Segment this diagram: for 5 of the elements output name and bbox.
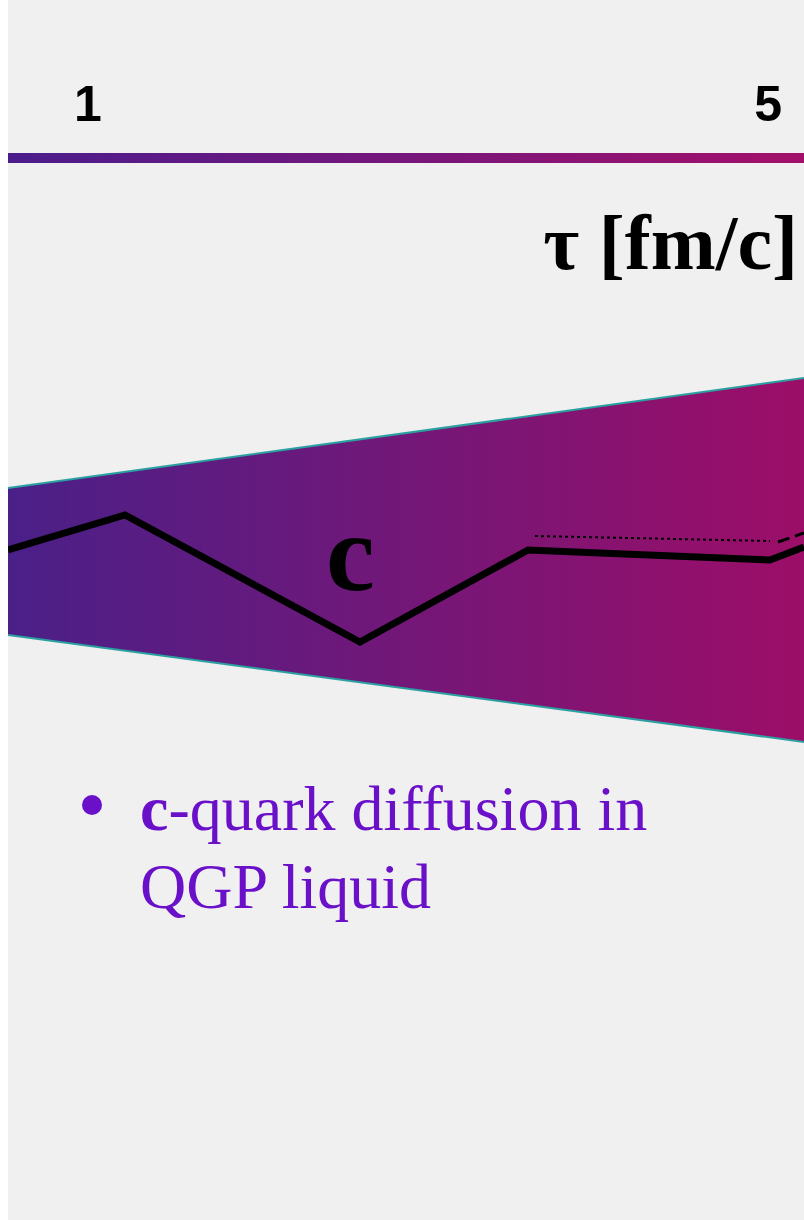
quark-label: c (326, 491, 375, 616)
axis-tick-label: 5 (754, 75, 782, 133)
bullet-text: c-quark diffusion in QGP liquid (140, 772, 649, 924)
axis-title: τ [fm/c] (543, 198, 798, 288)
axis-tick-label: 1 (74, 75, 102, 133)
